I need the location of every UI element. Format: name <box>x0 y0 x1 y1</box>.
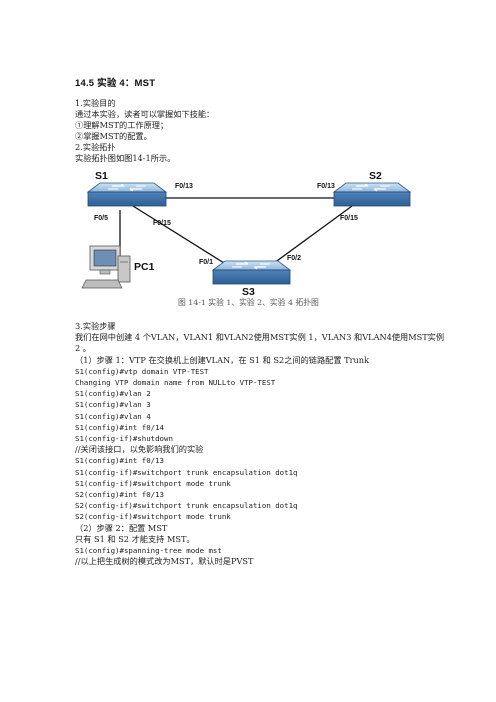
switch-s2-icon <box>332 182 412 207</box>
port-label-s1-f015: F0/15 <box>153 220 171 227</box>
text-line: //以上把生成树的模式改为MST，默认时是PVST <box>75 556 254 567</box>
text-line: （2）步骤 2：配置 MST <box>75 522 168 533</box>
s2-label: S2 <box>369 170 382 182</box>
pc1-label: PC1 <box>134 261 155 273</box>
intro-line: 2.实验拓扑 <box>75 142 116 152</box>
text-line: 我们在网中创建 4 个VLAN，VLAN1 和VLAN2使用MST实例 1，VL… <box>75 332 445 343</box>
intro-line: 实验拓扑图如图14-1所示。 <box>75 153 176 163</box>
port-label-s2-f015: F0/15 <box>340 215 358 222</box>
section-title: 14.5 实验 4：MST <box>75 78 156 89</box>
code-line: S1(config)#vtp domain VTP-TEST <box>75 366 209 376</box>
code-line: S2(config-if)#switchport trunk encapsula… <box>75 501 298 511</box>
code-line: S2(config)#int f0/13 <box>75 490 164 499</box>
intro-line: ②掌握MST的配置。 <box>75 131 152 141</box>
intro-line: 1.实验目的 <box>75 98 116 108</box>
code-line: S1(config)#int f0/14 <box>75 422 164 432</box>
code-line: S2(config-if)#switchport mode trunk <box>75 512 231 522</box>
code-line: S1(config)#int f0/13 <box>75 456 164 466</box>
port-label-s1-f013: F0/13 <box>175 183 193 190</box>
code-line: S1(config)#vlan 4 <box>75 411 151 421</box>
topology-diagram: S1 S2 S3 PC1 F0/13 F0/13 F0/5 F0/15 F0/1… <box>81 170 412 298</box>
link-s2-s3 <box>269 205 353 267</box>
switch-s3-icon <box>211 260 292 285</box>
switch-s1-icon <box>86 182 168 207</box>
port-label-s1-f05: F0/5 <box>94 215 108 222</box>
text-line: （1）步骤 1：VTP 在交换机上创建VLAN，在 S1 和 S2之间的链路配置… <box>75 354 369 365</box>
pc1-computer-icon <box>81 245 131 289</box>
code-line: S1(config)#vlan 3 <box>75 400 151 410</box>
port-label-s3-f02: F0/2 <box>287 255 301 262</box>
intro-line: ①理解MST的工作原理； <box>75 120 169 130</box>
text-line: 3.实验步骤 <box>75 321 116 331</box>
s3-label: S3 <box>242 286 255 298</box>
code-line: S1(config)#vlan 2 <box>75 389 151 399</box>
text-line: 只有 S1 和 S2 才能支持 MST。 <box>75 533 195 544</box>
link-s1-s3 <box>132 205 233 269</box>
code-line: S1(config-if)#switchport trunk encapsula… <box>75 467 298 477</box>
code-line: S1(config-if)#shutdown <box>75 434 173 443</box>
figure-caption: 图 14-1 实验 1、实验 2、实验 4 拓扑图 <box>178 298 319 307</box>
port-label-s2-f013: F0/13 <box>317 183 335 190</box>
code-line: S1(config)#spanning-tree mode mst <box>75 546 222 555</box>
port-label-s3-f01: F0/1 <box>199 259 213 266</box>
text-line: 2 。 <box>75 343 91 354</box>
code-line: Changing VTP domain name from NULLto VTP… <box>75 378 276 387</box>
s1-label: S1 <box>95 170 108 182</box>
text-line: //关闭该接口，以免影响我们的实验 <box>75 444 204 455</box>
code-line: S1(config-if)#switchport mode trunk <box>75 478 231 488</box>
intro-line: 通过本实验，读者可以掌握如下技能： <box>75 109 215 119</box>
